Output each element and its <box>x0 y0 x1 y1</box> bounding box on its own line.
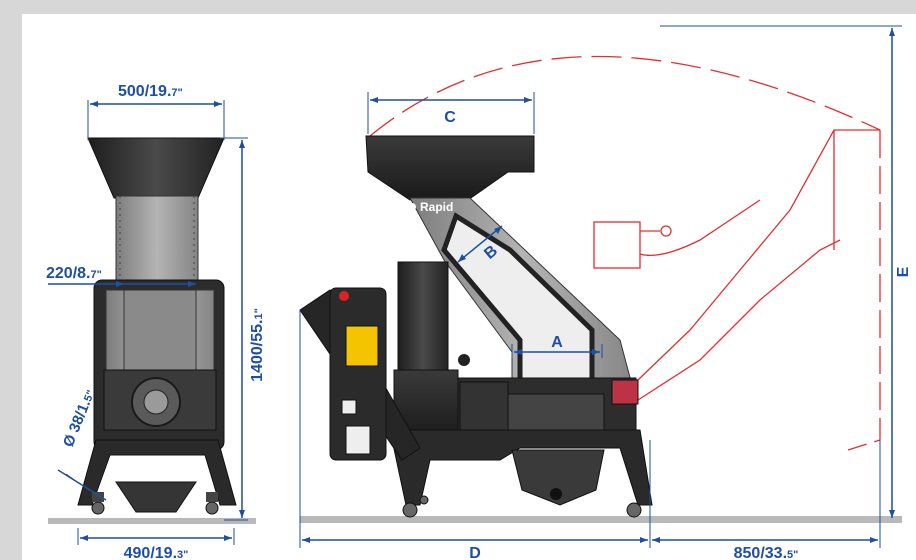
side-floor-line <box>300 516 902 523</box>
front-dimensions <box>48 100 248 545</box>
side-hopper <box>365 135 535 201</box>
dimension-a: A <box>551 334 563 351</box>
chute-width-label: 220/8.7" <box>46 265 102 282</box>
dimension-d: D <box>469 545 481 560</box>
side-view: Rapid <box>299 55 902 523</box>
front-throat <box>115 195 199 287</box>
front-view <box>48 137 256 524</box>
granulate-bin <box>511 449 605 506</box>
warning-panel <box>345 325 379 367</box>
emergency-stop <box>339 291 349 301</box>
front-bin <box>115 481 197 513</box>
dimension-e: E <box>895 266 912 277</box>
side-dimensions <box>299 25 902 548</box>
front-height-label: 1400/55.1" <box>249 308 266 382</box>
base-width-label: 490/19.3" <box>124 545 189 560</box>
front-width-label: 500/19.7" <box>118 83 183 100</box>
casters <box>402 495 642 518</box>
front-floor-line <box>48 518 256 524</box>
dimension-c: C <box>444 109 456 126</box>
motor <box>397 261 449 373</box>
brand-logo: Rapid <box>420 200 453 214</box>
extension-label: 850/33.5" <box>734 545 799 560</box>
